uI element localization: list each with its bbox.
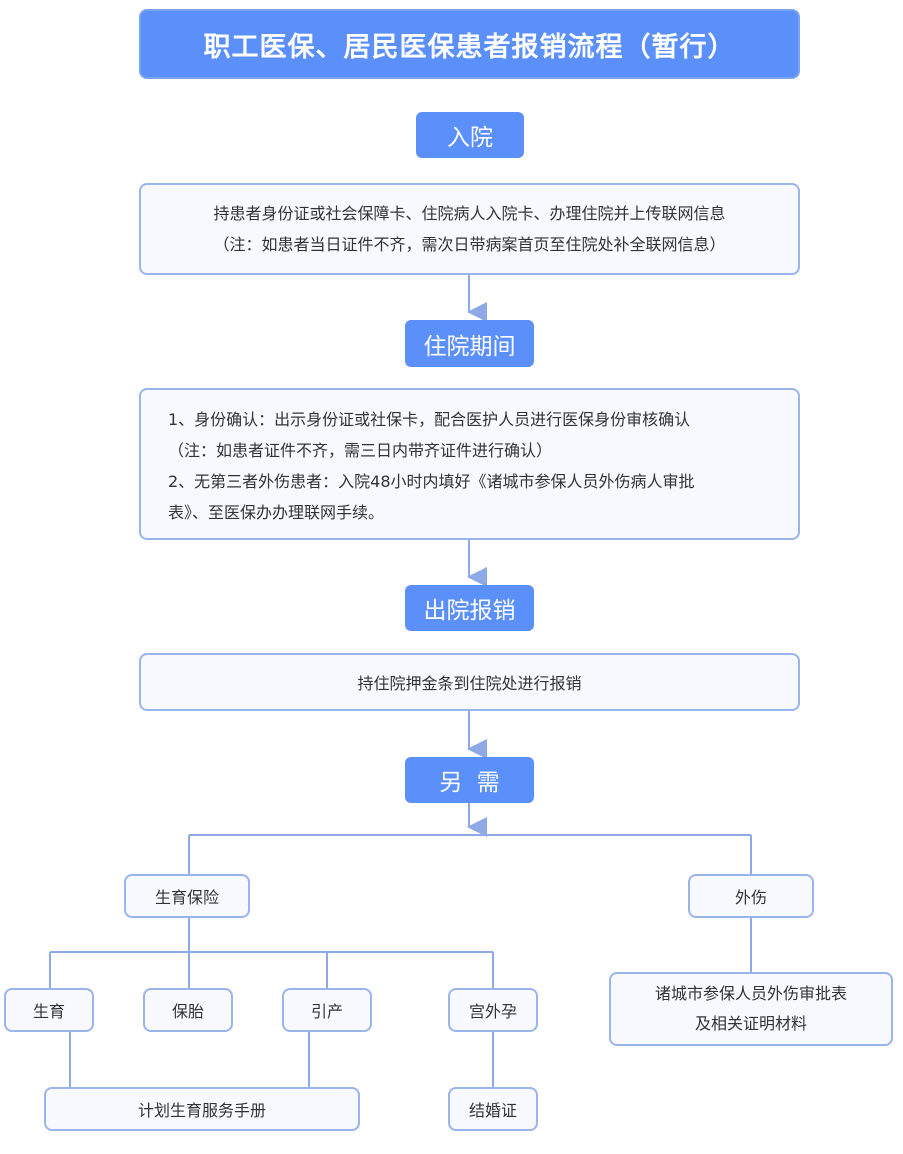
stay-line-2: （注：如患者证件不齐，需三日内带齐证件进行确认） xyxy=(168,441,553,460)
item-pregnancy-care: 保胎 xyxy=(143,988,233,1032)
stage-admission: 入院 xyxy=(416,112,524,158)
stay-box: 1、身份确认：出示身份证或社保卡，配合医护人员进行医保身份审核确认 （注：如患者… xyxy=(139,388,800,540)
stage-extra: 另 需 xyxy=(405,757,534,803)
doc-marriage-certificate: 结婚证 xyxy=(448,1087,538,1131)
injury-doc-line-1: 诸城市参保人员外伤审批表 xyxy=(654,984,847,1003)
discharge-box: 持住院押金条到住院处进行报销 xyxy=(139,653,800,711)
doc-family-planning-handbook: 计划生育服务手册 xyxy=(44,1087,360,1131)
stay-line-3: 2、无第三者外伤患者：入院48小时内填好《诸城市参保人员外伤病人审批 xyxy=(168,472,695,491)
stay-line-4: 表》、至医保办办理联网手续。 xyxy=(168,503,385,522)
item-ectopic-pregnancy: 宫外孕 xyxy=(448,988,538,1032)
admission-line-1: 持患者身份证或社会保障卡、住院病人入院卡、办理住院并上传联网信息 xyxy=(213,204,726,223)
page-title: 职工医保、居民医保患者报销流程（暂行） xyxy=(139,9,800,79)
injury-doc-line-2: 及相关证明材料 xyxy=(694,1014,807,1033)
admission-line-2: （注：如患者当日证件不齐，需次日带病案首页至住院处补全联网信息） xyxy=(213,235,726,254)
admission-box: 持患者身份证或社会保障卡、住院病人入院卡、办理住院并上传联网信息 （注：如患者当… xyxy=(139,183,800,275)
doc-injury-approval: 诸城市参保人员外伤审批表 及相关证明材料 xyxy=(609,972,893,1046)
stay-line-1: 1、身份确认：出示身份证或社保卡，配合医护人员进行医保身份审核确认 xyxy=(168,410,691,429)
stage-stay: 住院期间 xyxy=(405,320,534,367)
branch-injury: 外伤 xyxy=(688,874,814,918)
branch-maternity-insurance: 生育保险 xyxy=(124,874,250,918)
stage-discharge: 出院报销 xyxy=(405,585,534,631)
item-birth: 生育 xyxy=(4,988,94,1032)
discharge-text: 持住院押金条到住院处进行报销 xyxy=(357,674,582,693)
item-induced-labor: 引产 xyxy=(282,988,372,1032)
